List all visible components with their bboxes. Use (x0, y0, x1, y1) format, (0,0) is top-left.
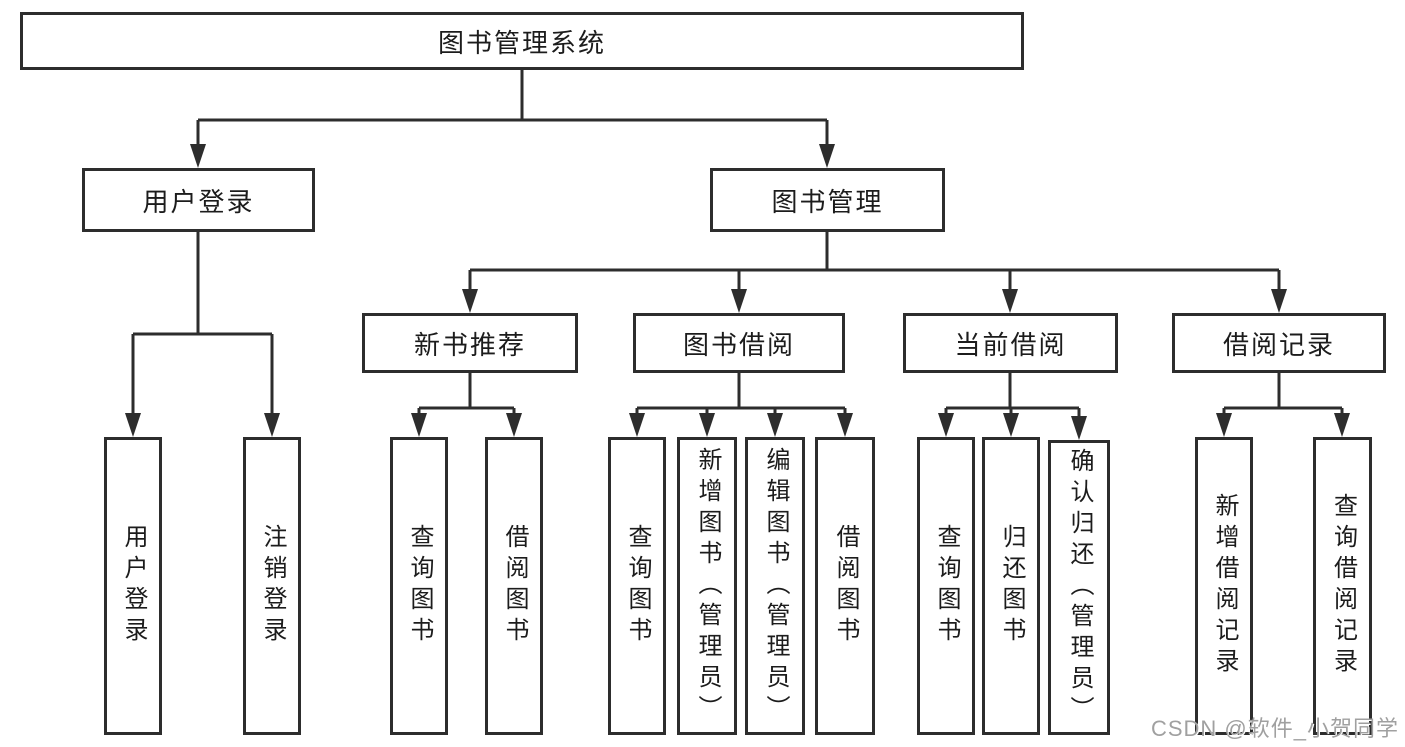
leaf-cb-return-books-label: 归还图书 (998, 524, 1025, 648)
leaf-nbr-borrow-books-label: 借阅图书 (501, 524, 528, 648)
arrowheads (125, 144, 1350, 440)
leaf-bb-edit-book-admin-label: 编辑图书（管理员） (762, 446, 789, 726)
node-user-login-label: 用户登录 (142, 186, 255, 217)
leaf-bb-add-book-admin-label: 新增图书（管理员） (694, 446, 721, 726)
leaf-br-query-record-label: 查询借阅记录 (1329, 493, 1357, 679)
leaf-cb-confirm-return-admin-label: 确认归还（管理员） (1066, 448, 1093, 727)
leaf-logout: 注销登录 (243, 437, 301, 735)
node-root: 图书管理系统 (20, 12, 1024, 70)
node-new-book-recommendation-label: 新书推荐 (413, 329, 526, 360)
leaf-nbr-borrow-books: 借阅图书 (485, 437, 543, 735)
node-borrowing-records: 借阅记录 (1172, 313, 1386, 373)
leaf-nbr-query-books: 查询图书 (390, 437, 448, 735)
leaf-bb-query-books-label: 查询图书 (624, 524, 651, 648)
node-book-management-label: 图书管理 (771, 186, 884, 217)
node-book-borrowing-label: 图书借阅 (682, 329, 795, 360)
node-book-management: 图书管理 (710, 168, 945, 232)
watermark: CSDN @软件_小贺同学 (1150, 716, 1399, 741)
leaf-bb-borrow-books: 借阅图书 (815, 437, 875, 735)
leaf-cb-return-books: 归还图书 (982, 437, 1040, 735)
node-user-login: 用户登录 (82, 168, 315, 232)
leaf-cb-query-books: 查询图书 (917, 437, 975, 735)
leaf-br-add-record-label: 新增借阅记录 (1211, 493, 1238, 679)
leaf-user-login: 用户登录 (104, 437, 162, 735)
leaf-bb-add-book-admin: 新增图书（管理员） (677, 437, 737, 735)
node-root-label: 图书管理系统 (437, 27, 606, 58)
leaf-logout-label: 注销登录 (259, 524, 286, 648)
node-book-borrowing: 图书借阅 (633, 313, 845, 373)
node-new-book-recommendation: 新书推荐 (362, 313, 578, 373)
node-borrowing-records-label: 借阅记录 (1222, 329, 1335, 360)
leaf-bb-edit-book-admin: 编辑图书（管理员） (745, 437, 805, 735)
leaf-br-query-record: 查询借阅记录 (1313, 437, 1372, 735)
leaf-user-login-label: 用户登录 (120, 524, 147, 648)
node-current-borrowing: 当前借阅 (903, 313, 1118, 373)
leaf-br-add-record: 新增借阅记录 (1195, 437, 1253, 735)
leaf-cb-query-books-label: 查询图书 (933, 524, 960, 648)
leaf-bb-borrow-books-label: 借阅图书 (832, 524, 859, 648)
leaf-bb-query-books: 查询图书 (608, 437, 666, 735)
node-current-borrowing-label: 当前借阅 (954, 329, 1067, 360)
leaf-nbr-query-books-label: 查询图书 (406, 524, 433, 648)
leaf-cb-confirm-return-admin: 确认归还（管理员） (1048, 440, 1110, 735)
